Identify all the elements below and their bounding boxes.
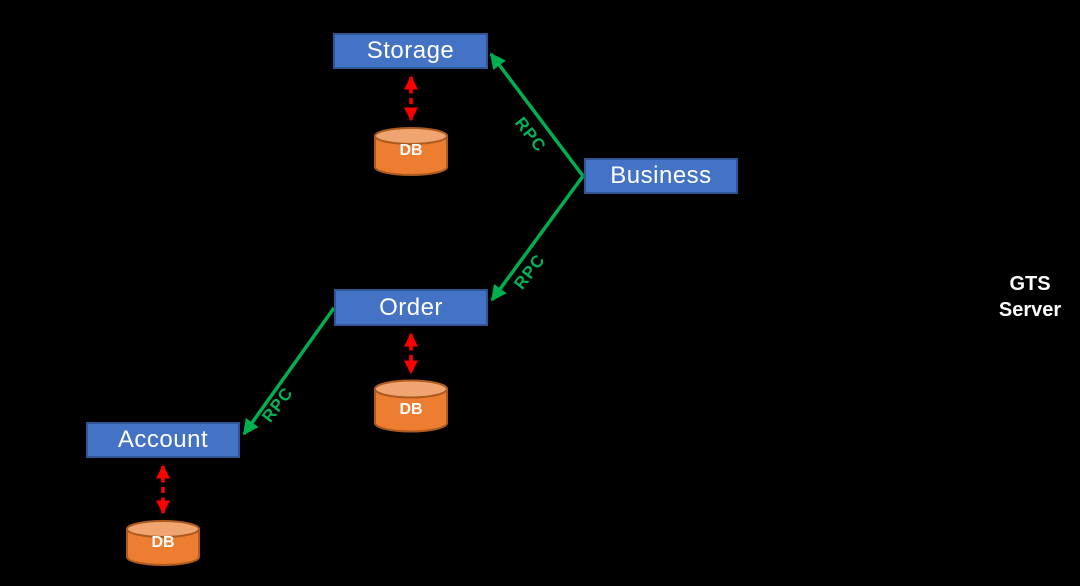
db-label-account: DB [151,534,175,551]
rpc-arrow-business-to-order [490,174,585,302]
database-cylinder-order-icon [374,379,448,433]
node-storage: Storage [333,33,488,69]
node-business-label: Business [610,162,712,189]
node-business: Business [584,158,738,194]
rpc-arrow-order-to-account [242,306,336,436]
gts-server-label: GTS Server [980,271,1080,323]
rpc-arrow-business-to-storage [489,52,585,178]
node-account: Account [86,422,240,458]
gts-server-line2: Server [998,299,1062,321]
db-label-storage: DB [399,142,423,159]
gts-server-line1: GTS [1009,273,1051,295]
node-order: Order [334,289,488,326]
db-label-order: DB [399,401,423,418]
node-account-label: Account [117,426,209,453]
database-cylinder-account-icon [126,520,200,566]
database-cylinder-storage-icon [374,127,448,176]
node-order-label: Order [379,293,443,321]
node-storage-label: Storage [366,37,455,64]
